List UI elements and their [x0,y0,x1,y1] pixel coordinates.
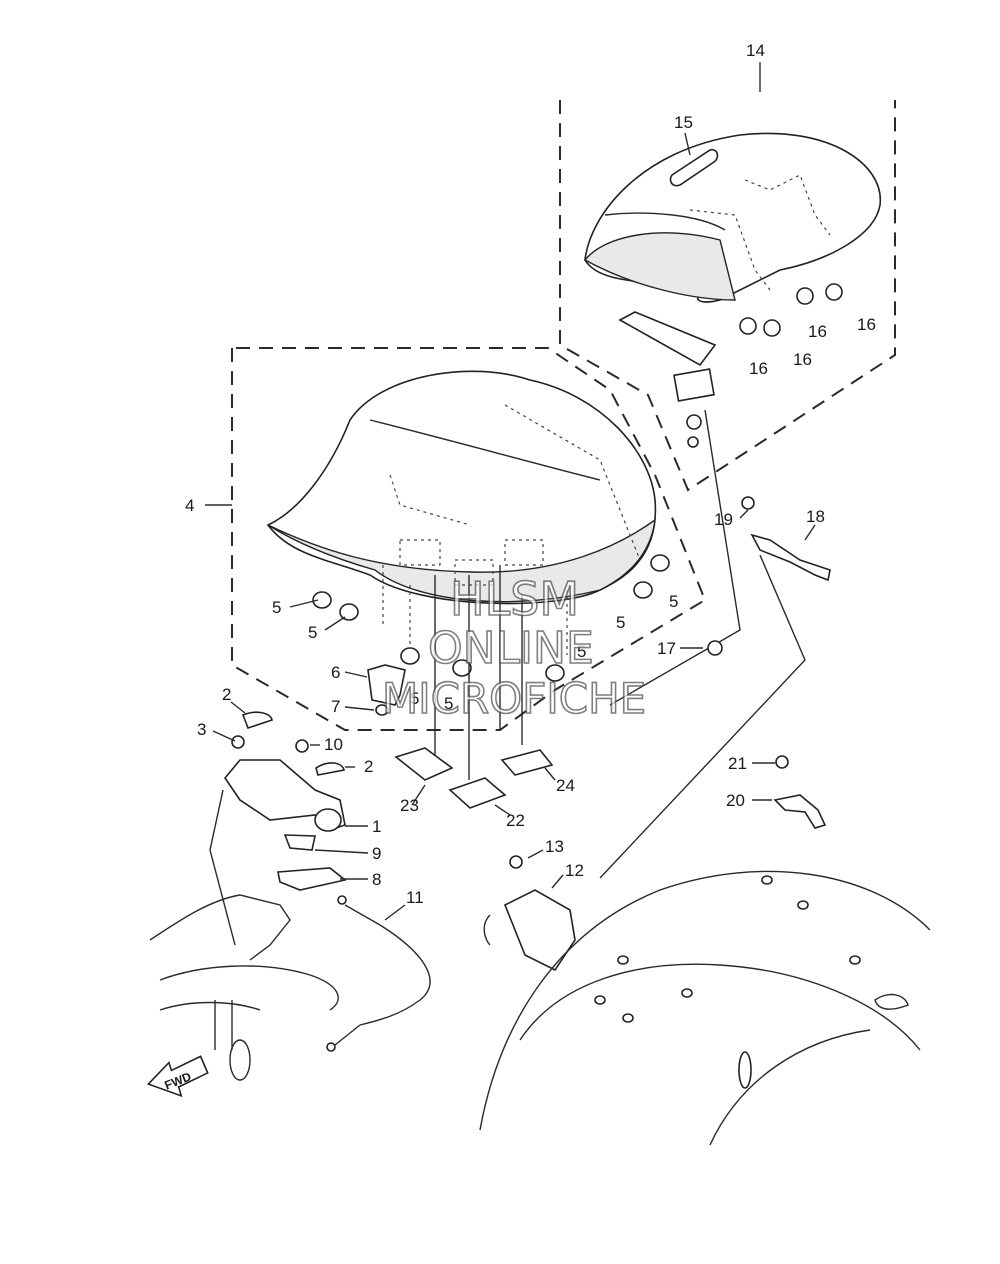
callout-5-c: 5 [410,689,419,708]
callout-5-g: 5 [669,592,678,611]
callout-2-a: 2 [222,685,231,704]
rear-seat-bracket [618,311,717,448]
callout-5-d: 5 [444,694,453,713]
callout-19: 19 [714,510,733,529]
guide-lines [382,565,568,780]
seat-lock-12 [483,855,576,972]
seat-damper-parts [312,554,670,682]
callout-21: 21 [728,754,747,773]
callout-8: 8 [372,870,381,889]
callout-16-a: 16 [749,359,768,378]
callout-14: 14 [746,41,765,60]
rear-fender [479,870,931,1146]
frame-section [149,789,339,1081]
callout-20: 20 [726,791,745,810]
callout-24: 24 [556,776,575,795]
callout-16-d: 16 [857,315,876,334]
seat-bracket-6 [367,664,406,716]
rear-seat-damper-nuts [739,283,843,337]
callout-7: 7 [331,697,340,716]
watermark: HLSM ONLINE MICROFICHE [381,571,647,724]
callout-5-e: 5 [577,642,586,661]
rear-seat-group-outline [559,100,896,492]
callout-4: 4 [185,496,194,515]
watermark-line-1: HLSM [450,572,579,626]
seat-lock-cable [326,895,431,1052]
callout-22: 22 [506,811,525,830]
callout-9: 9 [372,844,381,863]
callout-5-b: 5 [308,623,317,642]
callout-6: 6 [331,663,340,682]
leader-line-group-outline [599,409,806,879]
callout-16-b: 16 [793,350,812,369]
grab-handle-15 [669,148,719,187]
main-seat [266,370,657,605]
callout-1: 1 [372,817,381,836]
seat-pads [394,747,554,809]
callout-leaders [205,62,816,921]
callout-5-f: 5 [616,613,625,632]
callout-2-b: 2 [364,757,373,776]
callout-15: 15 [674,113,693,132]
callout-17: 17 [657,639,676,658]
callout-numbers: 14 15 16 16 16 16 4 5 5 5 5 5 5 5 6 7 2 … [185,41,876,907]
callout-13: 13 [545,837,564,856]
callout-11: 11 [406,888,424,907]
callout-3: 3 [197,720,206,739]
main-seat-group-outline [231,347,707,731]
seat-lock-bracket [223,711,347,891]
callout-5-a: 5 [272,598,281,617]
callout-16-c: 16 [808,322,827,341]
callout-12: 12 [565,861,584,880]
forward-direction-arrow: FWD [146,1055,209,1098]
right-side-brackets [707,496,831,829]
watermark-line-2: ONLINE [428,623,594,674]
watermark-line-3: MICROFICHE [382,674,646,723]
callout-23: 23 [400,796,419,815]
callout-10: 10 [324,735,343,754]
rear-seat [583,132,882,303]
callout-18: 18 [806,507,825,526]
